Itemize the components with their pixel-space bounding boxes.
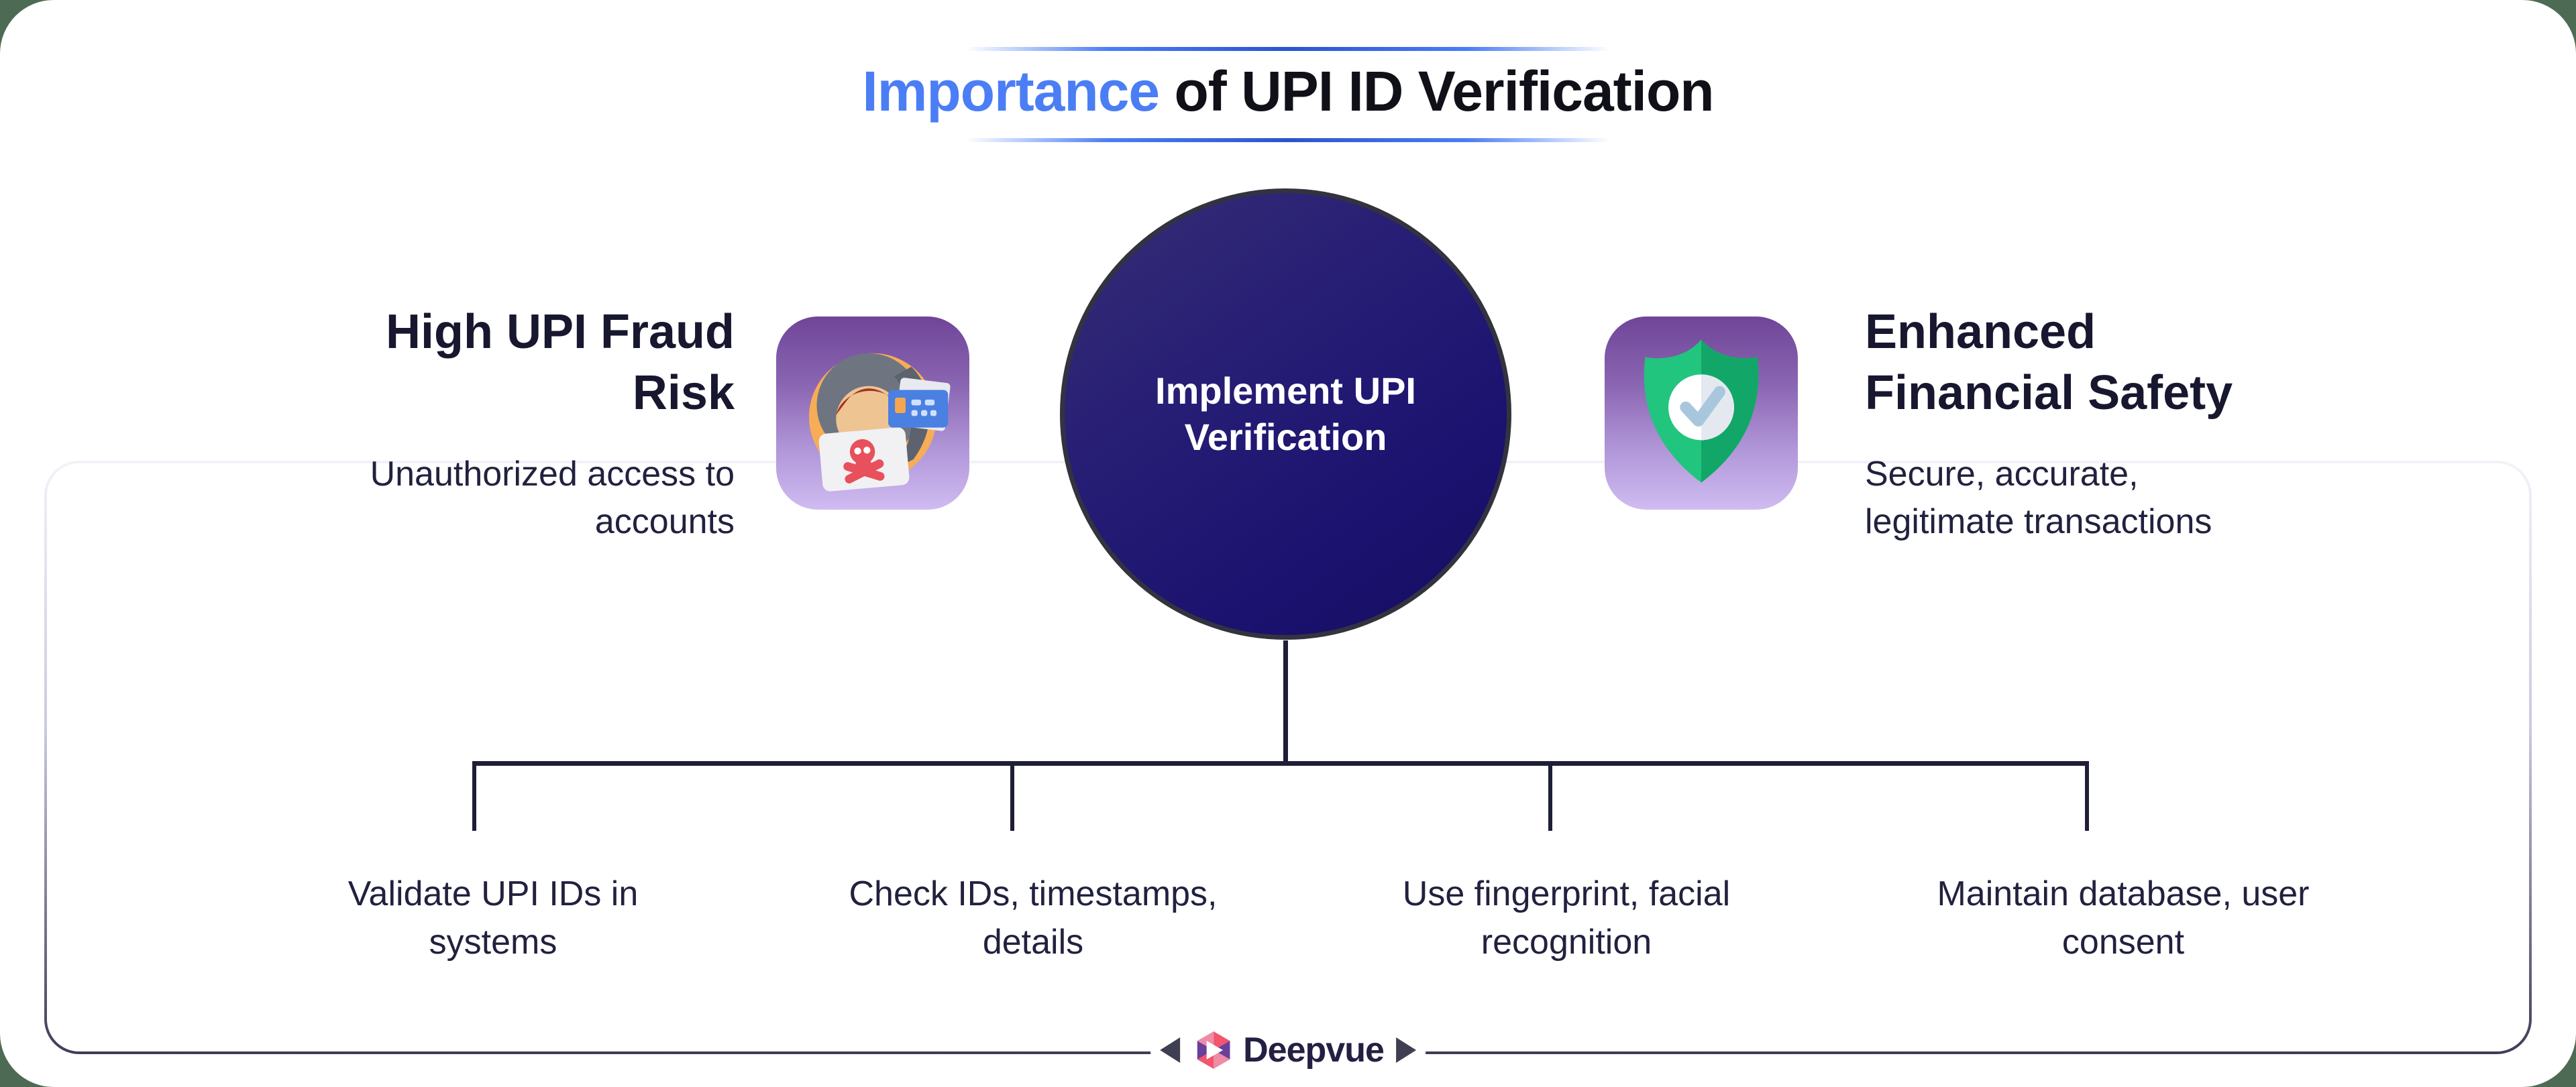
shield-check-icon <box>1605 317 1798 510</box>
fraud-hacker-icon <box>776 317 969 510</box>
left-card-desc-line2: accounts <box>594 502 735 541</box>
branch-1-line2: systems <box>429 922 557 962</box>
right-card-heading: Enhanced Financial Safety <box>1865 302 2233 423</box>
central-node-line2: Verification <box>1184 415 1387 458</box>
brand-name: Deepvue <box>1243 1031 1385 1070</box>
tree-stem-line <box>1283 640 1288 764</box>
branch-label-4: Maintain database, user consent <box>1862 870 2385 967</box>
branch-label-2: Check IDs, timestamps, details <box>771 870 1295 967</box>
arrow-right-icon <box>1395 1037 1416 1063</box>
left-card-heading-line1: High UPI Fraud <box>386 305 735 359</box>
branch-label-1: Validate UPI IDs in systems <box>231 870 755 967</box>
right-card-description: Secure, accurate, legitimate transaction… <box>1865 451 2212 545</box>
page-title-highlight: Importance <box>862 60 1160 123</box>
right-card-heading-line2: Financial Safety <box>1865 365 2233 420</box>
branch-4-line1: Maintain database, user <box>1937 874 2310 913</box>
central-node: Implement UPI Verification <box>1060 188 1511 640</box>
arrow-left-icon <box>1160 1037 1181 1063</box>
branch-2-line1: Check IDs, timestamps, <box>849 874 1218 913</box>
left-card-description: Unauthorized access to accounts <box>370 451 735 545</box>
tree-drop-line-1 <box>472 761 476 831</box>
branch-3-line1: Use fingerprint, facial <box>1402 874 1731 913</box>
tree-drop-line-4 <box>2085 761 2089 831</box>
title-accent-line-top <box>966 47 1610 51</box>
footer-brand-badge: Deepvue <box>1150 1009 1426 1087</box>
right-card-heading-line1: Enhanced <box>1865 305 2096 359</box>
tree-drop-line-2 <box>1010 761 1014 831</box>
branch-3-line2: recognition <box>1481 922 1652 962</box>
central-node-label: Implement UPI Verification <box>1155 368 1416 460</box>
branch-1-line1: Validate UPI IDs in <box>347 874 639 913</box>
deepvue-hexagon-logo-icon <box>1197 1031 1230 1069</box>
branch-label-3: Use fingerprint, facial recognition <box>1305 870 1828 967</box>
central-node-line1: Implement UPI <box>1155 369 1416 412</box>
left-card-heading: High UPI Fraud Risk <box>386 302 735 423</box>
title-accent-line-bottom <box>966 138 1610 142</box>
tree-drop-line-3 <box>1548 761 1552 831</box>
page-title-rest: of UPI ID Verification <box>1159 60 1714 123</box>
left-card-desc-line1: Unauthorized access to <box>370 455 735 494</box>
right-card-desc-line1: Secure, accurate, <box>1865 455 2139 494</box>
page-title: Importance of UPI ID Verification <box>0 59 2576 124</box>
tree-horizontal-line <box>472 761 2089 766</box>
left-card-heading-line2: Risk <box>632 365 735 420</box>
branch-2-line2: details <box>982 922 1084 962</box>
right-card-desc-line2: legitimate transactions <box>1865 502 2212 541</box>
branch-4-line2: consent <box>2061 922 2185 962</box>
